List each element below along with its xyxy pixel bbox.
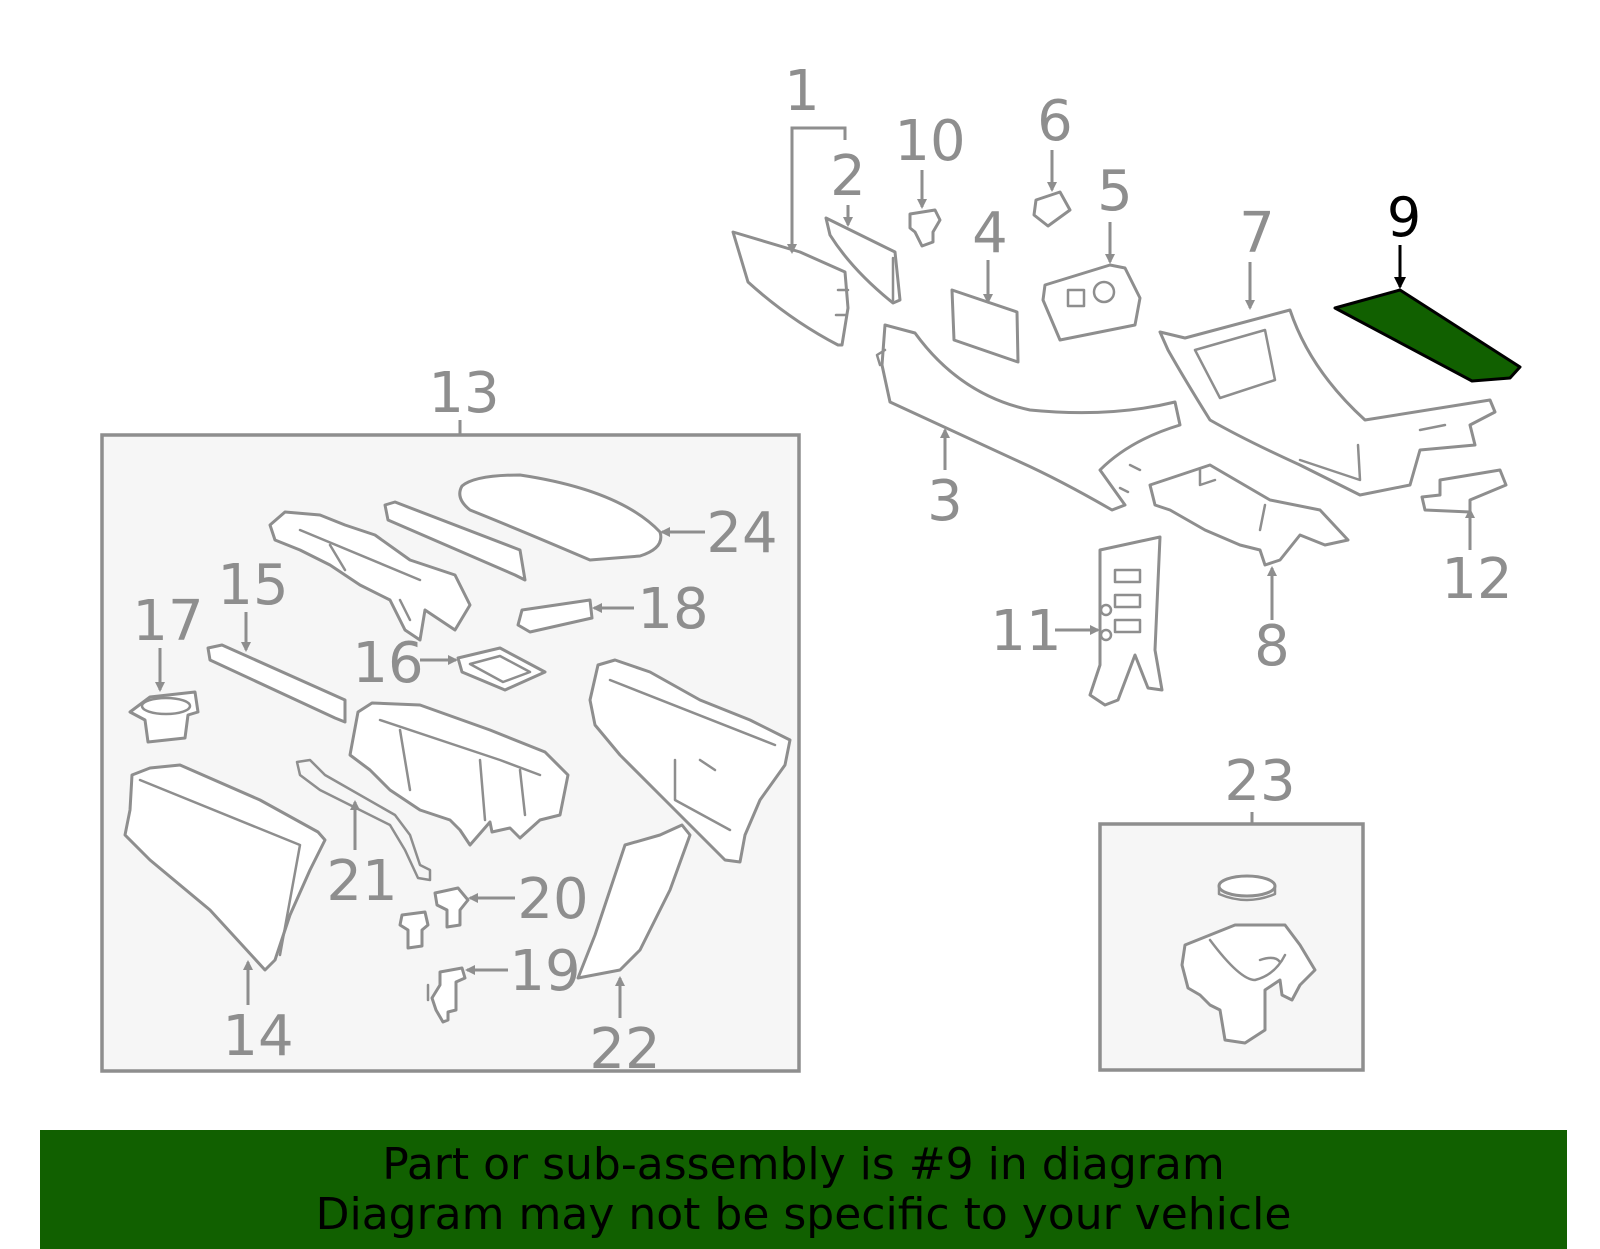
callout-5: 5 <box>1097 159 1133 224</box>
callout-16: 16 <box>352 631 423 696</box>
part-19-drawing <box>426 966 467 1024</box>
part-12-drawing <box>1420 468 1508 514</box>
callout-15: 15 <box>217 553 288 618</box>
callout-10: 10 <box>894 109 965 174</box>
callout-1: 1 <box>784 59 820 124</box>
part-8-drawing <box>1148 463 1350 567</box>
callout-19: 19 <box>509 939 580 1004</box>
part-24-drawing <box>458 473 663 562</box>
part-18-drawing <box>516 598 594 634</box>
part-21-drawing <box>295 758 432 882</box>
callout-3: 3 <box>927 469 963 534</box>
callout-23: 23 <box>1224 749 1295 814</box>
bracket-1 <box>790 126 847 150</box>
callout-9: 9 <box>1387 186 1421 249</box>
part-2-drawing <box>824 216 902 305</box>
callout-7: 7 <box>1239 201 1275 266</box>
callout-17: 17 <box>132 589 203 654</box>
part-17-drawing <box>128 690 200 744</box>
callout-6: 6 <box>1037 89 1073 154</box>
part-11-drawing <box>1088 535 1164 707</box>
callout-4: 4 <box>972 201 1008 266</box>
banner-line-2: Diagram may not be specific to your vehi… <box>315 1189 1292 1240</box>
info-banner: Part or sub-assembly is #9 in diagram Di… <box>40 1130 1567 1249</box>
callout-21: 21 <box>326 849 397 914</box>
part-20-drawing <box>398 886 470 950</box>
callout-12: 12 <box>1441 547 1512 612</box>
part-16-drawing <box>456 646 547 692</box>
part-9-highlight <box>1333 288 1522 383</box>
callout-8: 8 <box>1254 614 1290 679</box>
part-14-drawing <box>123 763 327 972</box>
callout-20: 20 <box>517 867 588 932</box>
part-23-drawing <box>1180 874 1317 1045</box>
part-15-drawing <box>206 643 347 724</box>
part-5-drawing <box>1041 263 1142 342</box>
hinge-frame-drawing <box>268 510 472 642</box>
callout-24: 24 <box>706 501 777 566</box>
trim-strip-drawing <box>383 500 527 582</box>
banner-line-1: Part or sub-assembly is #9 in diagram <box>382 1139 1225 1190</box>
callout-18: 18 <box>637 577 708 642</box>
callout-22: 22 <box>589 1017 660 1082</box>
console-box-drawing <box>348 701 570 847</box>
part-10-drawing <box>908 208 942 248</box>
part-6-drawing <box>1032 190 1072 228</box>
callout-11: 11 <box>990 599 1061 664</box>
part-22-drawing <box>576 823 692 980</box>
right-side-panel-drawing <box>588 658 792 864</box>
part-3-drawing <box>875 323 1182 512</box>
callout-13: 13 <box>428 361 499 426</box>
callout-2: 2 <box>830 144 866 209</box>
part-1-drawing <box>731 230 850 347</box>
callout-14: 14 <box>222 1004 293 1069</box>
part-4-drawing <box>950 288 1020 364</box>
part-7-drawing <box>1158 308 1497 497</box>
